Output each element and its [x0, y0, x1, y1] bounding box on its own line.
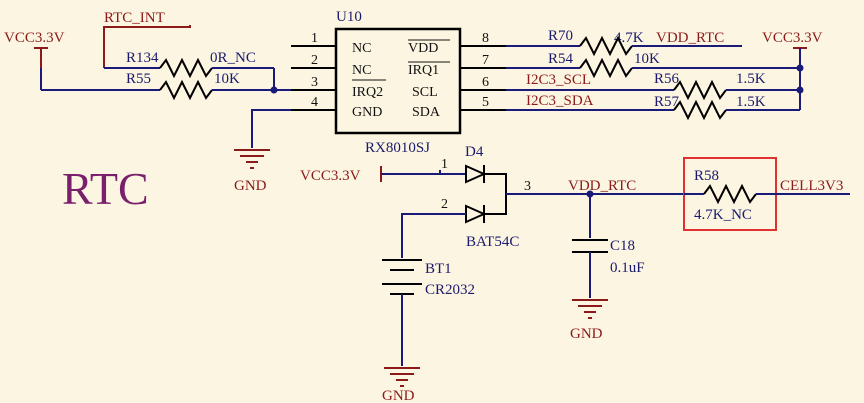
r54-ref: R54	[548, 51, 574, 67]
u10-body	[334, 27, 462, 135]
r58-ref: R58	[694, 168, 719, 184]
bt1-part: CR2032	[425, 282, 475, 298]
r56-ref: R56	[654, 71, 680, 87]
pin-8-name: VDD	[408, 41, 438, 56]
r70-ref: R70	[548, 28, 573, 44]
r70-zigzag	[579, 35, 633, 57]
vcc-right-label: VCC3.3V	[762, 30, 823, 46]
r54-value: 10K	[634, 51, 660, 67]
gnd-u10-symbol: GND	[234, 149, 270, 194]
r55-value: 10K	[214, 71, 240, 87]
r70-value: 4.7K	[614, 30, 644, 46]
wire-rtc-int	[103, 25, 191, 68]
d4-pin2: 2	[441, 197, 448, 212]
r56-zigzag	[673, 79, 727, 101]
r55-resistor[interactable]: R55 10K	[126, 71, 240, 101]
pin-5-num: 5	[482, 95, 489, 110]
pin-1-name: NC	[352, 41, 371, 56]
i2c3-scl-label: I2C3_SCL	[526, 72, 591, 88]
junction-r54	[796, 64, 804, 72]
r134-value: 0R_NC	[210, 50, 256, 66]
d4-pin3: 3	[524, 179, 531, 194]
gnd-c18-label: GND	[570, 326, 603, 342]
d4-part: BAT54C	[466, 234, 519, 250]
r57-ref: R57	[654, 94, 680, 110]
r56-resistor[interactable]: R56 1.5K	[654, 71, 766, 101]
c18-capacitor[interactable]: C18 0.1uF	[572, 238, 645, 276]
vdd-rtc-mid-label: VDD_RTC	[568, 178, 636, 194]
wire-pin4-gnd	[251, 109, 291, 148]
pin-7-num: 7	[482, 53, 489, 68]
pin-4-name: GND	[352, 105, 382, 120]
d4-lower-triangle	[465, 204, 487, 224]
r54-resistor[interactable]: R54 10K	[548, 51, 660, 79]
r134-resistor[interactable]: R134 0R_NC	[126, 50, 256, 79]
pin-6-name: SCL	[412, 85, 438, 100]
pin-2-num: 2	[311, 53, 318, 68]
r58-resistor[interactable]: R58 4.7K_NC	[683, 157, 777, 231]
wire-d4-pin2-bt1	[401, 213, 466, 258]
vdd-rtc-top-label: VDD_RTC	[656, 30, 724, 46]
section-title: RTC	[62, 163, 149, 214]
r57-resistor[interactable]: R57 1.5K	[654, 94, 766, 121]
d4-pin1: 1	[441, 157, 448, 172]
d4-ref: D4	[465, 144, 484, 160]
r134-zigzag	[159, 57, 213, 79]
r55-zigzag	[159, 79, 213, 101]
gnd-bt1-symbol: GND	[382, 367, 420, 403]
c18-value: 0.1uF	[610, 260, 645, 276]
r54-zigzag	[579, 57, 633, 79]
u10-ref: U10	[336, 9, 362, 25]
gnd-c18-symbol: GND	[570, 299, 608, 342]
pin-7-name: IRQ1	[408, 63, 439, 78]
junction-r56	[796, 86, 804, 94]
vcc-left-label: VCC3.3V	[4, 30, 65, 46]
vcc-right-port[interactable]: VCC3.3V	[762, 30, 823, 49]
pin-3-name: IRQ2	[352, 85, 383, 100]
r57-zigzag	[673, 99, 727, 121]
r58-zigzag	[703, 183, 757, 205]
r56-value: 1.5K	[736, 71, 766, 87]
vcc-left-port[interactable]: VCC3.3V	[4, 30, 65, 68]
junction-pin3	[270, 86, 278, 94]
u10-part: RX8010SJ	[365, 140, 430, 156]
u10-chip[interactable]: U10 RX8010SJ 1 2 3 4 NC NC IRQ2 GND 8 7 …	[291, 9, 506, 156]
pin-3-num: 3	[311, 75, 318, 90]
gnd-u10-label: GND	[234, 178, 267, 194]
r134-ref: R134	[126, 50, 159, 66]
d4-common-cathode	[484, 173, 507, 215]
d4-diode[interactable]: D4 1 2 3 BAT54C	[441, 144, 531, 250]
r55-ref: R55	[126, 71, 151, 87]
cell-label: CELL3V3	[780, 178, 843, 194]
bt1-battery[interactable]: BT1 CR2032	[382, 259, 475, 298]
c18-ref: C18	[610, 238, 635, 254]
gnd-bt1-label: GND	[382, 388, 415, 403]
i2c3-sda-label: I2C3_SDA	[526, 93, 594, 109]
rtc-int-port[interactable]: RTC_INT	[104, 10, 165, 27]
d4-upper-triangle	[465, 164, 487, 184]
pin-1-num: 1	[311, 31, 318, 46]
bt1-ref: BT1	[425, 261, 452, 277]
vcc-diode-port[interactable]: VCC3.3V	[300, 166, 382, 184]
pin-4-num: 4	[311, 95, 318, 110]
pin-2-name: NC	[352, 63, 371, 78]
r57-value: 1.5K	[736, 94, 766, 110]
r58-value: 4.7K_NC	[694, 207, 752, 223]
pin-6-num: 6	[482, 75, 489, 90]
r70-resistor[interactable]: R70 4.7K	[548, 28, 644, 57]
rtc-int-label: RTC_INT	[104, 10, 165, 26]
vcc-diode-label: VCC3.3V	[300, 168, 361, 184]
pin-8-num: 8	[482, 31, 489, 46]
pin-5-name: SDA	[412, 105, 441, 120]
